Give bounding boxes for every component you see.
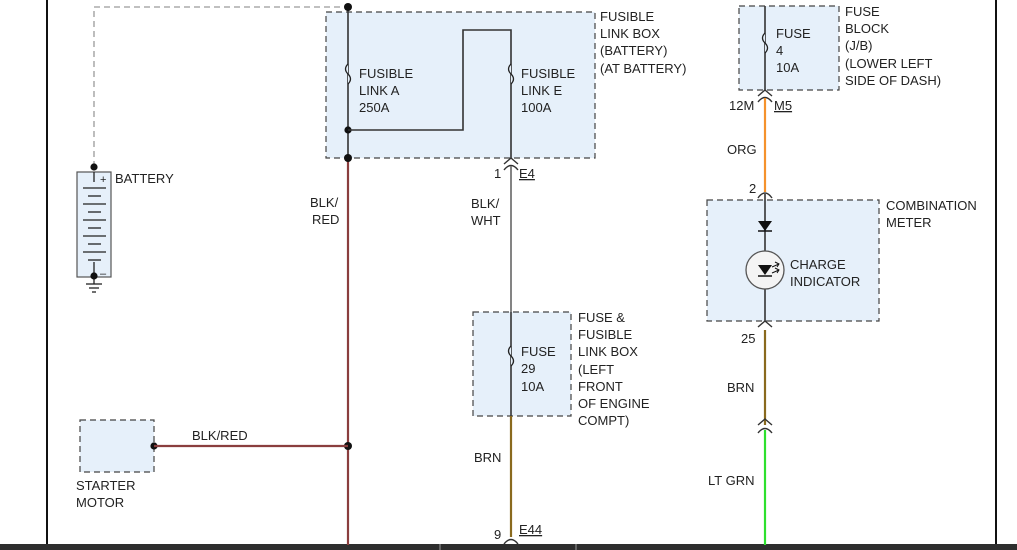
- engine-box-label-7: COMPT): [578, 413, 629, 428]
- fusible-link-box-label-4: (AT BATTERY): [600, 61, 686, 76]
- fuse-4-label-2: 4: [776, 43, 783, 58]
- fuse-block-label-2: BLOCK: [845, 21, 889, 36]
- lt-grn-label: LT GRN: [708, 473, 754, 488]
- fuse-4-label-1: FUSE: [776, 26, 811, 41]
- meter-label-1: COMBINATION: [886, 198, 977, 213]
- inline-connector-upper: [757, 418, 773, 426]
- connector-e44-symbol: [503, 538, 519, 545]
- engine-box-label-4: (LEFT: [578, 362, 614, 377]
- combination-meter-box: [706, 199, 880, 322]
- meter-pin-top: 2: [749, 181, 756, 196]
- meter-connector-bottom-upper: [757, 320, 773, 328]
- charge-indicator-label-2: INDICATOR: [790, 274, 860, 289]
- starter-wire-label: BLK/RED: [192, 428, 248, 443]
- battery-label: BATTERY: [115, 171, 174, 186]
- blk-red-label-1: BLK/: [310, 195, 339, 210]
- fuse-block-label-5: SIDE OF DASH): [845, 73, 941, 88]
- starter-label-1: STARTER: [76, 478, 135, 493]
- link-a-label-1: FUSIBLE: [359, 66, 414, 81]
- blk-red-label-2: RED: [312, 212, 339, 227]
- brn-label-right: BRN: [727, 380, 754, 395]
- link-a-label-3: 250A: [359, 100, 390, 115]
- ground-icon: [86, 283, 102, 293]
- fusible-link-box-label-1: FUSIBLE: [600, 9, 655, 24]
- bottom-bar: [0, 544, 1017, 550]
- engine-box-label-2: FUSIBLE: [578, 327, 633, 342]
- battery-positive-terminal: [90, 163, 98, 171]
- fuse-29-label-1: FUSE: [521, 344, 556, 359]
- connector-e44-name: E44: [519, 522, 542, 537]
- connector-m5-upper: [757, 89, 773, 97]
- fuse-block-box: [738, 5, 840, 91]
- battery-cell-plates: [83, 187, 106, 261]
- org-label: ORG: [727, 142, 757, 157]
- blk-wht-label-1: BLK/: [471, 196, 500, 211]
- meter-pin-bottom: 25: [741, 331, 755, 346]
- blk-wht-label-2: WHT: [471, 213, 501, 228]
- fuse-29-label-3: 10A: [521, 379, 544, 394]
- connector-e4-upper: [503, 157, 519, 165]
- connector-m5-lower: [757, 96, 773, 103]
- battery: + – BATTERY: [76, 6, 348, 293]
- fuse-block-label-3: (J/B): [845, 38, 872, 53]
- battery-ground-dashed-wire: [93, 6, 348, 167]
- starter-motor-box: [79, 419, 155, 473]
- fuse-link-e-symbol: [507, 63, 515, 85]
- inline-connector-lower: [757, 427, 773, 434]
- battery-negative-terminal: [90, 272, 98, 280]
- engine-box-label-5: FRONT: [578, 379, 623, 394]
- meter-connector-top: [757, 192, 773, 199]
- engine-box-label-3: LINK BOX: [578, 344, 638, 359]
- fuse-29-symbol: [507, 345, 515, 367]
- link-e-label-3: 100A: [521, 100, 552, 115]
- connector-m5-pin: 12M: [729, 98, 754, 113]
- led-icon: [758, 265, 772, 275]
- meter-label-2: METER: [886, 215, 932, 230]
- fusible-link-box-label-3: (BATTERY): [600, 43, 667, 58]
- fuse-block-label-1: FUSE: [845, 4, 880, 19]
- battery-plus-sign: +: [100, 174, 106, 186]
- engine-box-label-1: FUSE &: [578, 310, 625, 325]
- engine-fuse-box: [472, 311, 572, 417]
- brn-label-left: BRN: [474, 450, 501, 465]
- battery-minus-sign: –: [100, 268, 107, 280]
- connector-e44-pin: 9: [494, 527, 501, 542]
- fuse-4-label-3: 10A: [776, 60, 799, 75]
- junction-top: [344, 3, 352, 11]
- diode-icon: [758, 221, 772, 231]
- fuse-link-a-symbol: [344, 63, 352, 85]
- charge-indicator-label-1: CHARGE: [790, 257, 846, 272]
- engine-box-label-6: OF ENGINE: [578, 396, 650, 411]
- link-e-label-1: FUSIBLE: [521, 66, 576, 81]
- connector-e4-name: E4: [519, 166, 535, 181]
- fuse-29-label-2: 29: [521, 361, 535, 376]
- junction-box-bottom: [344, 154, 352, 162]
- link-a-label-2: LINK A: [359, 83, 400, 98]
- fuse-block-label-4: (LOWER LEFT: [845, 56, 932, 71]
- fusible-link-box-label-2: LINK BOX: [600, 26, 660, 41]
- connector-e4-lower: [503, 164, 519, 171]
- connector-e4-pin: 1: [494, 166, 501, 181]
- starter-label-2: MOTOR: [76, 495, 124, 510]
- fusible-link-box: [325, 11, 596, 159]
- fuse-4-symbol: [761, 32, 769, 54]
- connector-m5-name: M5: [774, 98, 792, 113]
- link-e-label-2: LINK E: [521, 83, 563, 98]
